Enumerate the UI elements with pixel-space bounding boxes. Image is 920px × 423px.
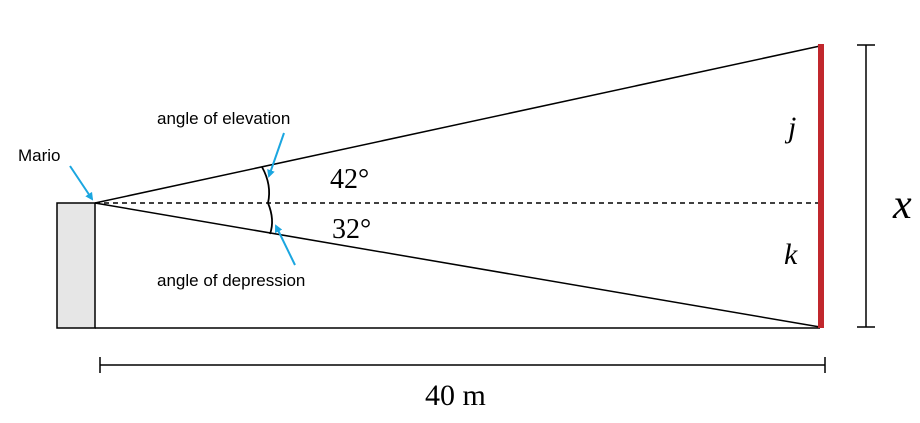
distance-label: 40 m — [425, 379, 486, 412]
elevation-arrow — [267, 132, 285, 178]
elevation-sightline — [94, 45, 821, 204]
elevation-angle-arc — [261, 166, 271, 204]
segment-j-label: j — [784, 111, 796, 144]
elevation-angle-label: 42° — [330, 164, 369, 195]
depression-arrow — [275, 224, 296, 266]
elevation-annotation: angle of elevation — [157, 109, 290, 128]
mario-arrow — [69, 165, 94, 201]
height-x-label: x — [892, 182, 912, 228]
depression-angle-arc — [267, 202, 273, 235]
building — [56, 202, 96, 329]
depression-sightline — [94, 202, 821, 328]
segment-k-label: k — [784, 238, 798, 271]
mario-label: Mario — [18, 146, 61, 165]
depression-annotation: angle of depression — [157, 271, 305, 290]
depression-angle-label: 32° — [332, 214, 371, 245]
